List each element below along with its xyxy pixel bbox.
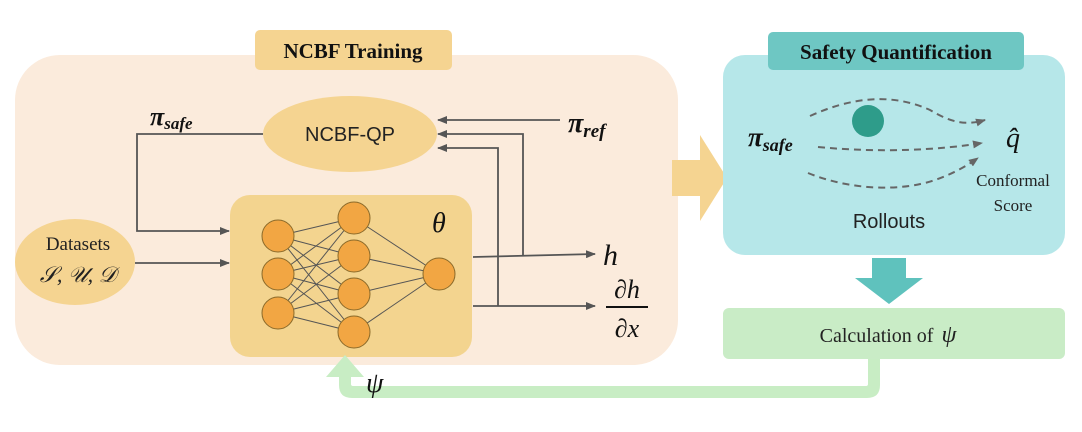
datasets-label: Datasets xyxy=(46,234,110,255)
grad-numerator: ∂h xyxy=(614,275,640,304)
hidden-neuron xyxy=(337,239,371,273)
pi-safe-label: πsafe xyxy=(150,102,193,133)
input-neuron xyxy=(261,296,295,330)
h-output-arrow xyxy=(472,250,596,259)
theta-label: θ xyxy=(432,208,446,239)
input-neuron xyxy=(261,219,295,253)
psi-feedback-label: ψ xyxy=(366,368,384,399)
pi-safe-loop-arrow xyxy=(136,133,263,235)
datasets-node xyxy=(15,219,135,305)
training-to-quantification-arrow xyxy=(672,135,727,221)
conformal-label: Conformal xyxy=(976,171,1050,190)
network-neurons xyxy=(261,201,456,349)
ncbf-qp-label: NCBF-QP xyxy=(305,124,395,146)
hidden-neuron xyxy=(337,201,371,235)
pi-ref-label: πref xyxy=(568,108,607,142)
hidden-neuron xyxy=(337,277,371,311)
h-feedback-line xyxy=(437,130,524,256)
hidden-neuron xyxy=(337,315,371,349)
quant-pi-safe-label: πsafe xyxy=(748,122,793,155)
training-title: NCBF Training xyxy=(283,39,423,63)
obstacle-icon xyxy=(852,105,884,137)
network-edge xyxy=(353,217,440,275)
network-edge xyxy=(277,217,355,314)
score-label: Score xyxy=(994,196,1033,215)
grad-feedback-line xyxy=(437,144,499,306)
rollout-trajectory-top xyxy=(809,98,986,127)
quantification-panel xyxy=(723,55,1065,255)
quantification-title-badge xyxy=(768,32,1024,70)
quantification-title: Safety Quantification xyxy=(800,40,992,64)
output-neuron xyxy=(422,257,456,291)
calculation-box xyxy=(723,308,1065,359)
q-hat-label: q̂ xyxy=(1006,123,1020,154)
grad-denominator: ∂x xyxy=(615,314,640,343)
rollouts-label: Rollouts xyxy=(853,211,925,233)
output-h: h xyxy=(603,239,618,272)
input-neuron xyxy=(261,257,295,291)
quantification-to-calculation-arrow xyxy=(855,258,923,304)
datasets-sets: 𝒮, 𝒰, 𝒟 xyxy=(40,262,121,287)
ncbf-qp-node xyxy=(263,96,437,172)
rollout-trajectory-middle xyxy=(817,140,983,152)
network-edge xyxy=(353,273,440,333)
training-title-badge xyxy=(255,30,452,70)
rollout-trajectory-bottom xyxy=(807,157,979,189)
psi-feedback-arrow xyxy=(326,355,880,398)
